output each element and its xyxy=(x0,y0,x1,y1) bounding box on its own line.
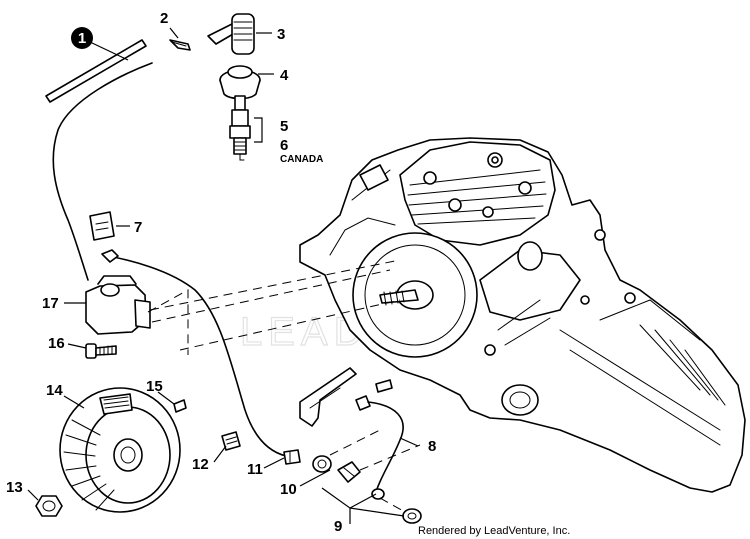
flywheel-nut xyxy=(35,495,63,517)
callout-14[interactable]: 14 xyxy=(46,382,63,399)
callout-1-label: 1 xyxy=(78,30,86,47)
callout-4[interactable]: 4 xyxy=(280,67,289,84)
callout-8[interactable]: 8 xyxy=(428,438,436,455)
spark-plug xyxy=(229,95,251,161)
callout-12[interactable]: 12 xyxy=(192,456,209,473)
spring-clip xyxy=(169,39,191,51)
callout-2[interactable]: 2 xyxy=(160,10,168,27)
callout-11[interactable]: 11 xyxy=(247,461,263,478)
callout-6[interactable]: 6 xyxy=(280,137,288,154)
ignition-module xyxy=(85,249,287,457)
flywheel-key xyxy=(173,399,187,413)
stop-wire xyxy=(355,395,404,500)
ignition-lead-tube xyxy=(45,39,153,281)
callout-13[interactable]: 13 xyxy=(6,479,23,496)
engine-crankcase xyxy=(299,137,746,493)
module-screw xyxy=(85,343,117,359)
callout-15[interactable]: 15 xyxy=(146,378,163,395)
callout-3[interactable]: 3 xyxy=(277,26,285,43)
callout-1[interactable]: 1 xyxy=(71,27,93,49)
washer xyxy=(402,508,422,524)
spark-plug-boot xyxy=(207,13,255,55)
credit-text: Rendered by LeadVenture, Inc. xyxy=(418,525,570,537)
callout-17[interactable]: 17 xyxy=(42,295,59,312)
note-canada: CANADA xyxy=(280,154,323,165)
leader-lines xyxy=(27,27,419,524)
switch-bracket xyxy=(299,367,393,427)
stop-switch xyxy=(312,455,361,483)
connector-clip xyxy=(221,431,241,451)
callout-10[interactable]: 10 xyxy=(280,481,297,498)
callout-9[interactable]: 9 xyxy=(334,518,342,535)
spark-plug-grommet xyxy=(219,65,261,100)
wire-clip xyxy=(89,211,115,241)
callout-7[interactable]: 7 xyxy=(134,219,142,236)
wire-connector xyxy=(283,449,301,465)
assembly-lines xyxy=(147,259,421,513)
callout-16[interactable]: 16 xyxy=(48,335,65,352)
callout-5[interactable]: 5 xyxy=(280,118,288,135)
flywheel xyxy=(59,387,181,513)
